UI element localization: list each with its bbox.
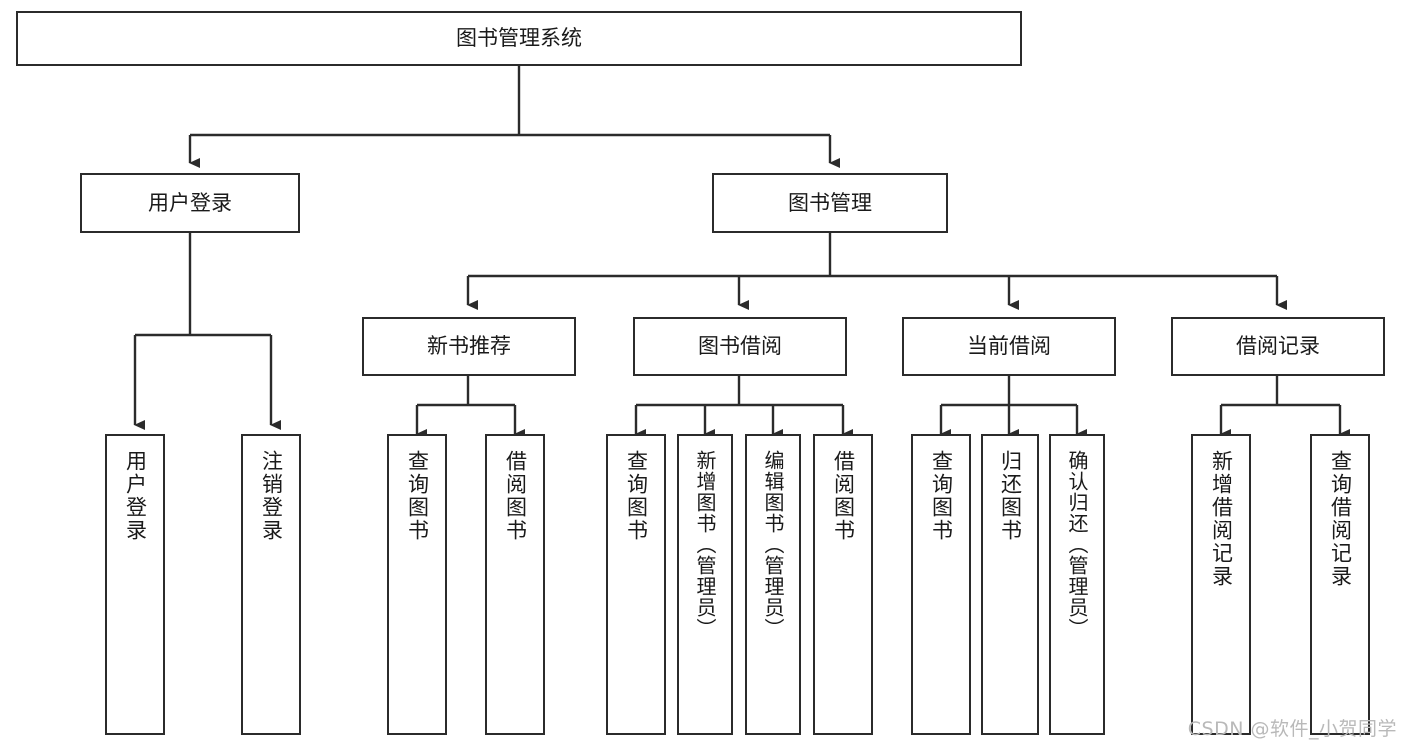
leaf-borrow-add-book-admin[interactable]: 新增图书（管理员） (677, 434, 733, 735)
leaf-user-login-login[interactable]: 用户登录 (105, 434, 165, 735)
node-book-management-label: 图书管理 (788, 190, 872, 215)
node-book-borrow[interactable]: 图书借阅 (633, 317, 847, 376)
leaf-label: 借阅图书 (831, 450, 856, 542)
leaf-label: 新增图书（管理员） (693, 450, 717, 639)
leaf-recommend-borrow-book[interactable]: 借阅图书 (485, 434, 545, 735)
node-book-management[interactable]: 图书管理 (712, 173, 948, 233)
leaf-label: 查询图书 (624, 450, 649, 542)
leaf-record-add-record[interactable]: 新增借阅记录 (1191, 434, 1251, 735)
leaf-label: 查询图书 (929, 450, 954, 542)
node-new-book-recommend-label: 新书推荐 (427, 334, 511, 359)
leaf-borrow-query-book[interactable]: 查询图书 (606, 434, 666, 735)
leaf-label: 借阅图书 (503, 450, 528, 542)
leaf-current-query-book[interactable]: 查询图书 (911, 434, 971, 735)
leaf-current-confirm-return-admin[interactable]: 确认归还（管理员） (1049, 434, 1105, 735)
leaf-label: 归还图书 (998, 450, 1023, 542)
node-borrow-record[interactable]: 借阅记录 (1171, 317, 1385, 376)
leaf-label: 编辑图书（管理员） (761, 450, 785, 639)
node-user-login[interactable]: 用户登录 (80, 173, 300, 233)
leaf-borrow-edit-book-admin[interactable]: 编辑图书（管理员） (745, 434, 801, 735)
leaf-current-return-book[interactable]: 归还图书 (981, 434, 1039, 735)
leaf-label: 查询图书 (405, 450, 430, 542)
node-current-borrow-label: 当前借阅 (967, 334, 1051, 359)
leaf-record-query-record[interactable]: 查询借阅记录 (1310, 434, 1370, 735)
leaf-label: 查询借阅记录 (1328, 450, 1353, 588)
watermark-text: CSDN @软件_小贺同学 (1187, 718, 1397, 740)
node-new-book-recommend[interactable]: 新书推荐 (362, 317, 576, 376)
leaf-label: 注销登录 (259, 450, 284, 542)
leaf-label: 用户登录 (123, 450, 148, 542)
node-current-borrow[interactable]: 当前借阅 (902, 317, 1116, 376)
node-book-borrow-label: 图书借阅 (698, 334, 782, 359)
node-borrow-record-label: 借阅记录 (1236, 334, 1320, 359)
node-user-login-label: 用户登录 (148, 190, 232, 215)
leaf-label: 新增借阅记录 (1209, 450, 1234, 588)
node-root-label: 图书管理系统 (456, 26, 582, 51)
node-root[interactable]: 图书管理系统 (16, 11, 1022, 66)
leaf-recommend-query-book[interactable]: 查询图书 (387, 434, 447, 735)
leaf-borrow-borrow-book[interactable]: 借阅图书 (813, 434, 873, 735)
leaf-label: 确认归还（管理员） (1065, 450, 1089, 639)
leaf-user-login-logout[interactable]: 注销登录 (241, 434, 301, 735)
